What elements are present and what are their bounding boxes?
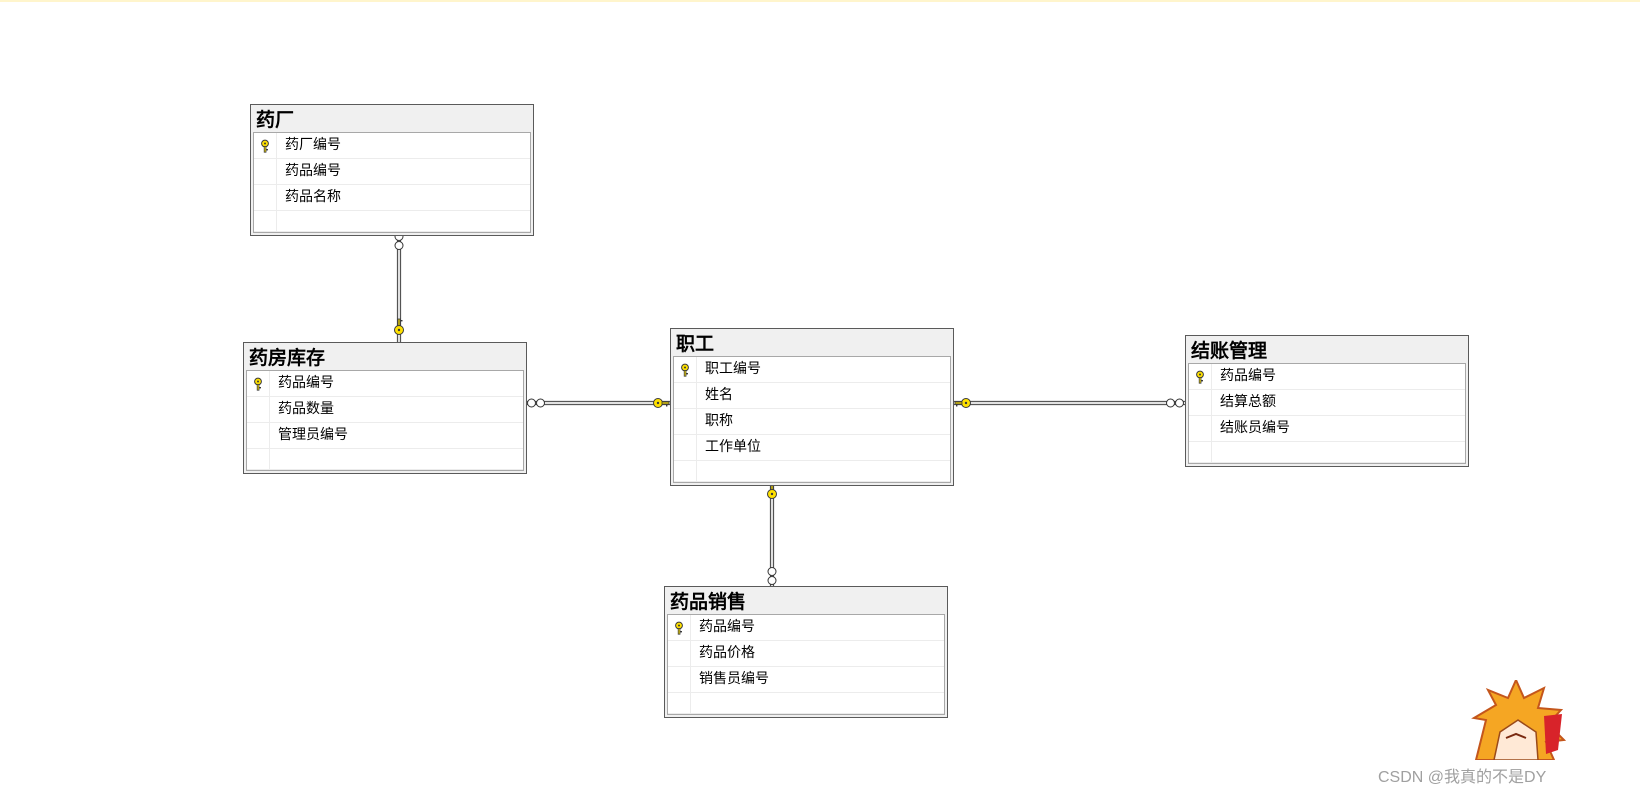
key-cell [668,693,691,713]
key-cell [254,133,277,158]
key-icon [394,318,404,335]
table-sales[interactable]: 药品销售 药品编号药品价格销售员编号 [664,586,948,718]
key-cell [668,641,691,666]
column-row[interactable]: 姓名 [674,383,950,409]
column-row[interactable]: 职称 [674,409,950,435]
key-icon [767,482,777,499]
column-name: 管理员编号 [278,427,348,443]
column-row[interactable]: 药品价格 [668,641,944,667]
column-name: 药品名称 [285,189,341,205]
column-name: 工作单位 [705,439,761,455]
table-columns: 药品编号结算总额结账员编号 [1188,363,1466,464]
column-name: 姓名 [705,387,733,403]
table-title[interactable]: 药品销售 [670,591,747,613]
empty-row[interactable] [668,693,944,714]
key-cell [1189,364,1212,389]
column-name: 职称 [705,413,733,429]
column-name: 销售员编号 [699,671,769,687]
column-name: 药品编号 [1220,368,1276,384]
relationship-inventory-staff[interactable] [527,398,670,408]
key-cell [247,449,270,469]
column-row[interactable]: 工作单位 [674,435,950,461]
column-row[interactable]: 药品名称 [254,185,530,211]
key-cell [254,159,277,184]
key-cell [247,371,270,396]
table-title[interactable]: 药房库存 [249,347,326,369]
column-name: 结算总额 [1220,394,1276,410]
empty-row[interactable] [247,449,523,470]
column-name: 药品编号 [278,375,334,391]
infinity-icon [527,398,545,408]
relationship-factory-inventory[interactable] [394,232,404,342]
empty-row[interactable] [1189,442,1465,463]
watermark-text: CSDN @我真的不是DY [1378,769,1547,786]
table-billing[interactable]: 结账管理 药品编号结算总额结账员编号 [1185,335,1469,467]
watermark-avatar [1466,677,1567,764]
primary-key-icon [258,139,272,153]
column-name: 药品数量 [278,401,334,417]
column-row[interactable]: 结算总额 [1189,390,1465,416]
column-row[interactable]: 职工编号 [674,357,950,383]
table-factory[interactable]: 药厂 药厂编号药品编号药品名称 [250,104,534,236]
key-cell [247,397,270,422]
primary-key-icon [678,363,692,377]
key-cell [247,423,270,448]
key-cell [1189,416,1212,441]
key-cell [1189,442,1212,462]
key-cell [668,667,691,692]
column-name: 药品价格 [699,645,755,661]
table-columns: 药品编号药品数量管理员编号 [246,370,524,471]
column-name: 结账员编号 [1220,420,1290,436]
infinity-icon [1166,398,1184,408]
table-title[interactable]: 药厂 [256,109,295,131]
column-row[interactable]: 结账员编号 [1189,416,1465,442]
key-icon [954,398,971,408]
primary-key-icon [672,621,686,635]
key-cell [674,357,697,382]
column-name: 药品编号 [285,163,341,179]
top-border [0,0,1640,2]
avatar-hair-icon [1471,677,1567,761]
table-columns: 药厂编号药品编号药品名称 [253,132,531,233]
column-row[interactable]: 药品编号 [1189,364,1465,390]
primary-key-icon [1193,370,1207,384]
column-row[interactable]: 药品编号 [247,371,523,397]
column-name: 药品编号 [699,619,755,635]
key-cell [668,615,691,640]
table-title[interactable]: 结账管理 [1191,340,1268,362]
infinity-icon [767,567,777,585]
table-columns: 职工编号姓名职称工作单位 [673,356,951,483]
column-name: 职工编号 [705,361,761,377]
empty-row[interactable] [674,461,950,482]
key-cell [674,383,697,408]
key-cell [254,185,277,210]
table-title[interactable]: 职工 [676,333,715,355]
column-row[interactable]: 药品编号 [254,159,530,185]
relationship-billing-staff[interactable] [954,398,1185,408]
column-row[interactable]: 药品编号 [668,615,944,641]
column-row[interactable]: 药厂编号 [254,133,530,159]
column-row[interactable]: 管理员编号 [247,423,523,449]
table-staff[interactable]: 职工 职工编号姓名职称工作单位 [670,328,954,486]
relationship-sales-staff[interactable] [767,481,777,586]
key-cell [674,435,697,460]
key-cell [254,211,277,231]
column-row[interactable]: 销售员编号 [668,667,944,693]
column-row[interactable]: 药品数量 [247,397,523,423]
empty-row[interactable] [254,211,530,232]
primary-key-icon [251,377,265,391]
key-cell [674,409,697,434]
key-cell [674,461,697,481]
key-cell [1189,390,1212,415]
table-inventory[interactable]: 药房库存 药品编号药品数量管理员编号 [243,342,527,474]
key-icon [653,398,670,408]
table-columns: 药品编号药品价格销售员编号 [667,614,945,715]
column-name: 药厂编号 [285,137,341,153]
